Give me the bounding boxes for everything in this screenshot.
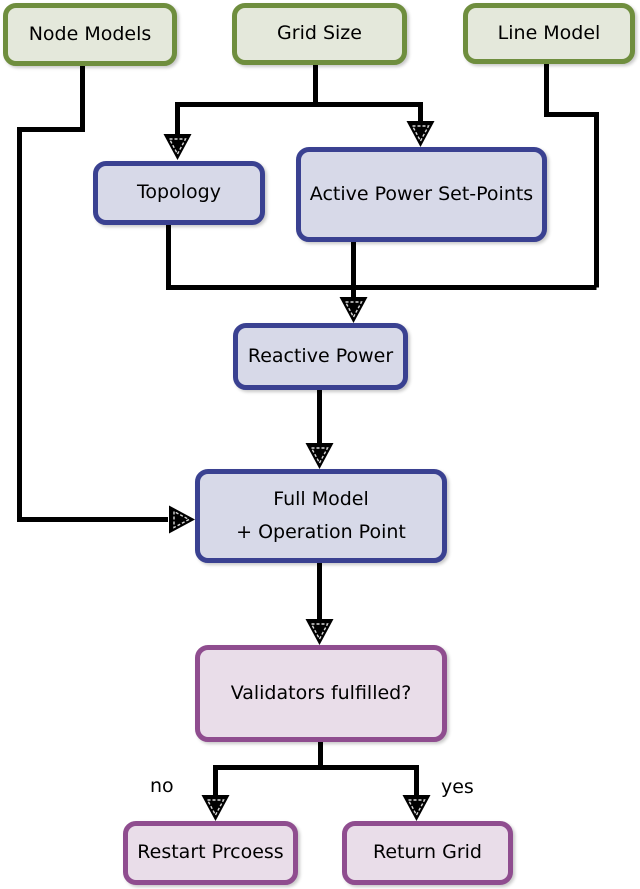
- node-restart-label: Restart Prcoess: [137, 841, 284, 864]
- arrowhead-down-into-restart: [201, 795, 230, 821]
- arrowhead-down-into-topology: [163, 134, 192, 160]
- arrowhead-validators-inner: [310, 623, 329, 641]
- node-node-models: Node Models: [3, 3, 177, 66]
- node-grid-size: Grid Size: [232, 3, 407, 65]
- node-reactive-power: Reactive Power: [233, 323, 408, 390]
- arrowhead-restart-inner: [206, 799, 225, 817]
- edge-label-no: no: [150, 775, 174, 797]
- arrowhead-full-model-inner: [310, 447, 329, 465]
- node-active-power-set-points: Active Power Set-Points: [296, 147, 547, 242]
- arrowhead-down-into-reactive-power: [339, 297, 368, 323]
- node-grid-size-label: Grid Size: [277, 22, 362, 45]
- arrowhead-reactive-power-inner: [344, 301, 363, 319]
- node-return-grid-label: Return Grid: [373, 841, 482, 864]
- node-validators-label: Validators fulfilled?: [230, 681, 412, 704]
- node-reactive-power-label: Reactive Power: [247, 344, 394, 367]
- edge-line-model-rail: [544, 62, 599, 288]
- arrowhead-right-inner: [173, 510, 191, 529]
- node-node-models-label: Node Models: [28, 22, 152, 45]
- arrowhead-down-into-full-model: [305, 443, 334, 469]
- arrowhead-active-power-inner: [411, 125, 430, 143]
- node-validators-fulfilled: Validators fulfilled?: [195, 645, 447, 742]
- edge-validators-split: [213, 765, 419, 796]
- arrowhead-return-grid-inner: [407, 799, 426, 817]
- edge-node-models-to-full-model: [17, 64, 168, 522]
- node-restart-process: Restart Prcoess: [123, 821, 298, 885]
- arrowhead-topology-inner: [168, 138, 187, 156]
- node-full-model-label: Full Model + Operation Point: [236, 487, 406, 543]
- node-line-model-label: Line Model: [497, 21, 601, 44]
- arrowhead-right-into-full-model: [169, 505, 195, 534]
- node-return-grid: Return Grid: [342, 821, 513, 885]
- edge-topology-collector: [166, 223, 597, 290]
- node-topology-label: Topology: [137, 181, 221, 204]
- edge-label-yes: yes: [441, 776, 474, 798]
- node-topology: Topology: [93, 161, 265, 225]
- arrowhead-down-into-active-power: [406, 121, 435, 147]
- arrowhead-down-into-validators: [305, 619, 334, 645]
- node-active-power-label: Active Power Set-Points: [309, 182, 534, 205]
- node-line-model: Line Model: [463, 3, 635, 64]
- node-full-model-operation-point: Full Model + Operation Point: [195, 469, 447, 563]
- arrowhead-down-into-return-grid: [402, 795, 431, 821]
- edge-grid-size-split: [175, 102, 423, 136]
